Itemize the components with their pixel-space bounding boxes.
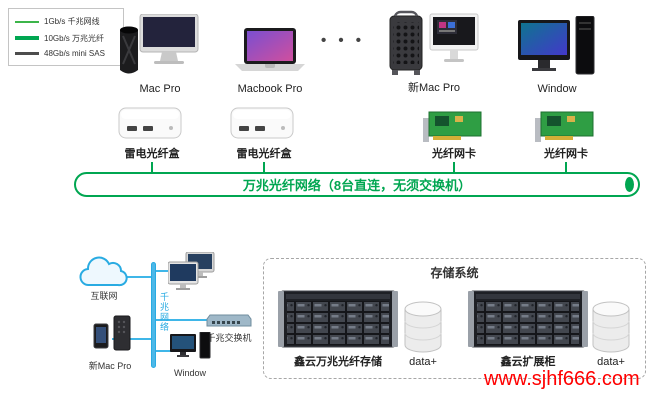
device-label-mac-pro: Mac Pro xyxy=(139,83,181,95)
storage-system-box: 存储系统 xyxy=(263,258,646,379)
fiber-link-line xyxy=(151,162,153,172)
fiber-link-line xyxy=(565,162,567,172)
gigabit-backbone-line xyxy=(151,262,156,368)
macbook-pro-icon xyxy=(235,28,305,71)
device-mac-pro: Mac Pro xyxy=(112,8,208,96)
gigabit-network-label: 千兆网络 xyxy=(159,292,169,332)
switch-label: 千兆交换机 xyxy=(206,333,252,343)
adapter-label-thunderbolt-2: 雷电光纤盒 xyxy=(236,148,292,160)
watermark-url: www.sjhf666.com xyxy=(484,368,640,390)
storage-primary-label: 鑫云万兆光纤存储 xyxy=(294,356,382,368)
window-pc-icon xyxy=(518,16,595,75)
legend-label-sas: 48Gb/s mini SAS xyxy=(44,49,105,58)
banner-endpoint-dot xyxy=(625,177,634,192)
storage-primary-data-label: data+ xyxy=(409,356,437,368)
expansion-server-icon xyxy=(468,290,588,348)
storage-expansion-data-label: data+ xyxy=(597,356,625,368)
legend-item-sas: 48Gb/s mini SAS xyxy=(15,49,117,58)
storage-system-title: 存储系统 xyxy=(430,266,479,280)
legend-label-1g: 1Gb/s 千兆网线 xyxy=(44,17,100,26)
lan-line-switch xyxy=(156,319,216,321)
legend-item-10g: 10Gb/s 万兆光纤 xyxy=(15,33,117,44)
mac-pro-icon xyxy=(120,14,199,74)
internet-cloud-icon xyxy=(79,256,128,287)
lan-window-icon xyxy=(170,332,211,359)
legend: 1Gb/s 千兆网线 10Gb/s 万兆光纤 48Gb/s mini SAS xyxy=(8,8,124,66)
adapter-thunderbolt-box-1: 雷电光纤盒 xyxy=(110,104,194,162)
device-macbook-pro: Macbook Pro xyxy=(222,8,318,96)
storage-server-icon xyxy=(278,290,398,348)
lan-new-mac-pro-icon xyxy=(93,315,131,351)
device-new-mac-pro: 新Mac Pro xyxy=(382,4,486,96)
fiber-nic-icon xyxy=(535,111,594,142)
lan-line-internet xyxy=(118,276,154,278)
adapter-thunderbolt-box-2: 雷电光纤盒 xyxy=(222,104,306,162)
internet-label: 互联网 xyxy=(90,291,118,301)
adapter-label-fiber-nic-1: 光纤网卡 xyxy=(432,148,476,160)
fiber-link-line xyxy=(263,162,265,172)
line-sample-sas xyxy=(15,52,39,55)
adapter-label-fiber-nic-2: 光纤网卡 xyxy=(544,148,588,160)
lan-window-label: Window xyxy=(173,368,206,378)
workstations-icon xyxy=(168,252,215,290)
ellipsis: • • • xyxy=(320,32,366,49)
adapter-label-thunderbolt-1: 雷电光纤盒 xyxy=(124,148,180,160)
device-label-window-pc: Window xyxy=(537,83,577,95)
lan-new-mac-pro-label: 新Mac Pro xyxy=(88,361,132,371)
line-sample-10g xyxy=(15,36,39,40)
lan-line-new-mac-pro xyxy=(112,338,154,340)
device-label-macbook-pro: Macbook Pro xyxy=(237,83,303,95)
legend-label-10g: 10Gb/s 万兆光纤 xyxy=(44,33,105,43)
device-label-new-mac-pro: 新Mac Pro xyxy=(408,82,460,94)
switch-icon xyxy=(206,314,252,327)
thunderbolt-box-icon xyxy=(118,107,182,139)
storage-expansion-label: 鑫云扩展柜 xyxy=(500,356,556,368)
legend-item-1g: 1Gb/s 千兆网线 xyxy=(15,16,117,27)
data-cylinder-icon xyxy=(592,301,630,353)
fiber-network-banner: 万兆光纤网络（8台直连，无须交换机） xyxy=(74,172,640,197)
thunderbolt-box-icon xyxy=(230,107,294,139)
line-sample-1g xyxy=(15,20,39,23)
fiber-link-line xyxy=(453,162,455,172)
new-mac-pro-icon xyxy=(389,10,479,75)
adapter-fiber-nic-1: 光纤网卡 xyxy=(412,104,496,162)
fiber-nic-icon xyxy=(423,111,482,142)
banner-text: 万兆光纤网络（8台直连，无须交换机） xyxy=(242,178,472,193)
data-cylinder-icon xyxy=(404,301,442,353)
device-window-pc: Window xyxy=(512,8,602,96)
adapter-fiber-nic-2: 光纤网卡 xyxy=(524,104,608,162)
